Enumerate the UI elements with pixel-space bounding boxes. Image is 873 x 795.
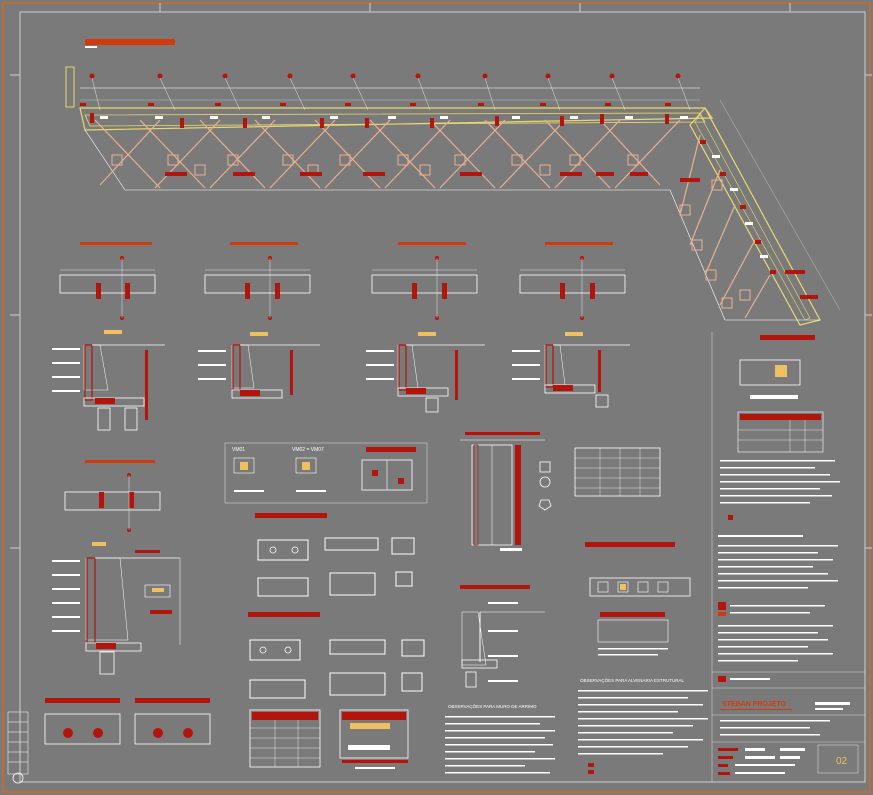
title-block[interactable]: STEBAN PROJETO 02 — [711, 332, 865, 782]
section-plans-row[interactable] — [59, 242, 626, 320]
sheet-border-inner — [19, 11, 866, 783]
left-detail-group[interactable] — [52, 460, 181, 675]
section-plan-1 — [59, 242, 156, 320]
vm-details[interactable]: VM01 VM02 = VM07 — [224, 442, 428, 504]
retaining-wall-section[interactable] — [460, 585, 545, 688]
beam-diagonal — [689, 106, 821, 326]
plan-title-bar — [85, 39, 175, 45]
section-plan-4 — [519, 242, 626, 320]
sheet-number: 02 — [836, 756, 848, 767]
wall-sections-row[interactable] — [52, 330, 630, 431]
section-plan-2 — [204, 242, 311, 320]
north-symbol — [12, 772, 24, 784]
block-detail[interactable] — [585, 542, 691, 656]
vm-label-1: VM01 — [232, 447, 245, 453]
foundation-plan[interactable] — [65, 66, 841, 326]
plan-title-sub — [85, 46, 97, 48]
wall-section-4 — [512, 332, 630, 408]
beam-horizontal — [79, 107, 714, 131]
right-notes-column[interactable] — [718, 335, 840, 662]
notes-arrimo-title: OBSERVAÇÕES PARA MURO DE ARRIMO — [448, 703, 537, 709]
wall-section-3 — [366, 332, 485, 413]
notes-alvenaria: OBSERVAÇÕES PARA ALVENARIA ESTRUTURAL — [578, 677, 708, 774]
border-ticks — [10, 3, 872, 549]
plan-axis-marker — [65, 66, 75, 108]
section-plan-3 — [371, 242, 478, 320]
wall-section-1 — [52, 330, 165, 431]
column-detail[interactable] — [460, 432, 661, 551]
wall-section-2 — [198, 332, 320, 399]
vm-label-2: VM02 = VM07 — [292, 447, 324, 453]
notes-arrimo: OBSERVAÇÕES PARA MURO DE ARRIMO — [445, 703, 555, 774]
beam-sections[interactable] — [248, 513, 425, 699]
bottom-left-details[interactable] — [7, 698, 211, 784]
notes-alvenaria-title: OBSERVAÇÕES PARA ALVENARIA ESTRUTURAL — [580, 677, 684, 683]
steel-tables[interactable] — [249, 709, 409, 769]
company-name: STEBAN PROJETO — [722, 701, 787, 708]
